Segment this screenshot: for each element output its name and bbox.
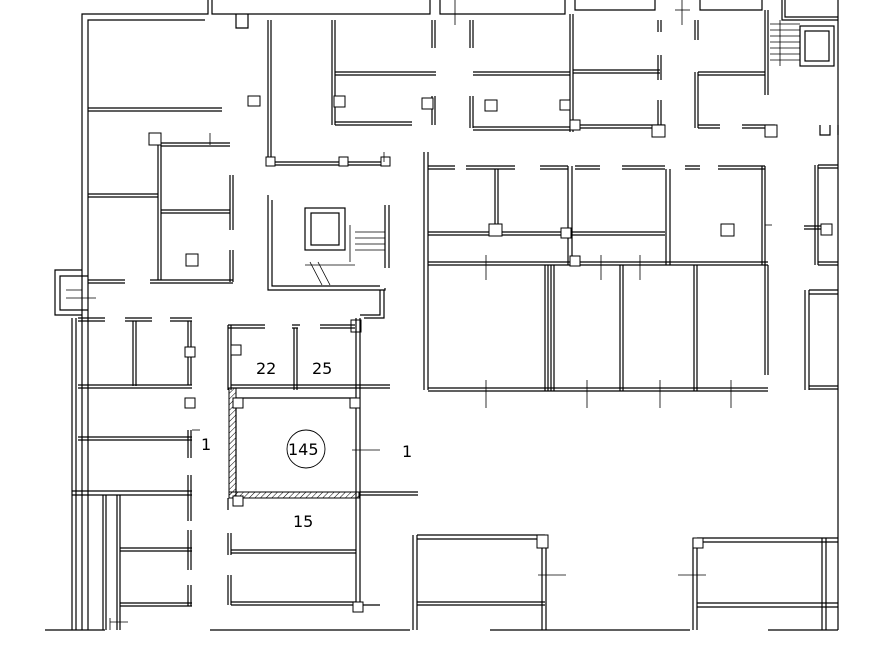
top-right-offices <box>448 0 778 138</box>
right-offices-upper <box>423 152 772 390</box>
room-145 <box>227 387 418 510</box>
room-15-label: 15 <box>293 512 313 531</box>
column-icon <box>148 132 162 146</box>
stair-icon <box>770 0 839 136</box>
room-25-label: 25 <box>312 359 332 378</box>
rooms-22-25 <box>227 324 390 390</box>
right-offices-lower <box>428 255 769 408</box>
left-offices <box>88 107 234 284</box>
room-22-label: 22 <box>256 359 276 378</box>
top-center-offices <box>235 14 436 167</box>
elevator-icon <box>267 195 390 291</box>
room-145-label: 145 <box>288 440 319 459</box>
room-15-area <box>227 533 380 613</box>
outer-walls <box>45 0 838 631</box>
marker-1-right: 1 <box>402 442 412 461</box>
left-wall-bump <box>54 269 96 316</box>
marker-1-left: 1 <box>201 435 211 454</box>
room-labels: 22 25 145 15 1 1 <box>201 359 412 531</box>
bottom-offices <box>412 534 838 630</box>
column-icon <box>185 253 199 267</box>
left-middle-offices <box>71 317 196 630</box>
far-right-offices <box>804 0 839 630</box>
center-corridor <box>350 290 385 610</box>
